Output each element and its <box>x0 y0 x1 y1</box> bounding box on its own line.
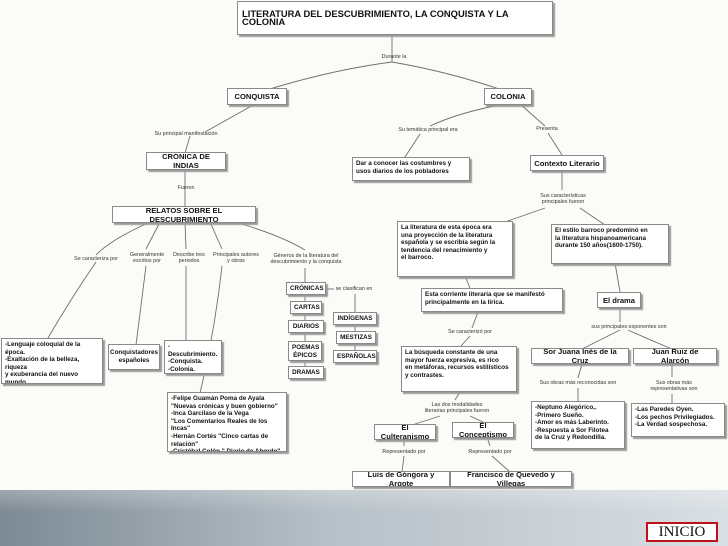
label-principales-autores: Principales autores y obras <box>213 252 259 265</box>
node-poemas-epicos: POEMAS ÉPICOS <box>288 341 322 361</box>
label-clasifican: se clasifican en <box>335 286 373 292</box>
node-proyeccion: La literatura de esta época era una proy… <box>397 221 513 277</box>
node-sor-juana-obras: -Neptuno Alegórico,. -Primero Sueño. -Am… <box>531 401 625 449</box>
node-juan-ruiz: Juan Ruiz de Alarcón <box>633 348 717 364</box>
node-diarios: DIARIOS <box>288 320 324 333</box>
map-title: LITERATURA DEL DESCUBRIMIENTO, LA CONQUI… <box>237 1 553 35</box>
line-rep-gongora <box>401 455 405 473</box>
node-cartas: CARTAS <box>290 301 322 314</box>
node-dramas: DRAMAS <box>288 366 324 379</box>
line-proy-lirica <box>464 275 471 289</box>
label-manifestacion: Su principal manifestación <box>154 131 218 137</box>
connector-lines <box>47 36 673 473</box>
label-generalmente: Generalmente escritos por <box>129 252 165 265</box>
line-to-colonia <box>391 61 506 92</box>
label-caracteriza: Se caracteriza por <box>74 256 118 262</box>
concept-map: LITERATURA DEL DESCUBRIMIENTO, LA CONQUI… <box>1 1 725 487</box>
label-fueron: Fueron <box>177 185 195 191</box>
label-obras-ruiz: Sus obras más representativas son <box>650 380 698 393</box>
line-aut-list <box>199 265 223 394</box>
line-conc-rep <box>487 439 491 447</box>
label-durante: Durante la <box>381 54 407 60</box>
line-colonia-presenta <box>519 103 546 127</box>
node-indigenas: INDÍGENAS <box>333 312 377 325</box>
label-obras-sor-juana: Sus obras más reconocidas son <box>539 380 617 386</box>
node-lirica: Esta corriente literaria que se manifest… <box>421 288 563 312</box>
node-quevedo: Francisco de Quevedo y Villegas <box>450 471 572 487</box>
label-presenta: Presenta <box>536 126 558 132</box>
node-costumbres: Dar a conocer las costumbres y usos diar… <box>352 157 470 181</box>
node-periodos: -Descubrimiento. -Conquista. -Colonia. <box>164 340 222 374</box>
node-barroco: El estilo barroco predominó en la litera… <box>551 224 669 264</box>
node-autores: -Felipe Guamán Poma de Ayala "Nuevas cró… <box>167 392 287 452</box>
node-conquistadores: Conquistadores españoles <box>108 344 160 370</box>
node-cronica-de-indias: CRÓNICA DE INDIAS <box>146 152 226 170</box>
line-exp-ruiz <box>627 329 673 350</box>
node-busqueda: La búsqueda constante de una mayor fuerz… <box>401 346 517 392</box>
node-contexto-literario: Contexto Literario <box>530 155 604 171</box>
node-sor-juana: Sor Juana Inés de la Cruz <box>531 348 629 364</box>
node-relatos: RELATOS SOBRE EL DESCUBRIMIENTO <box>112 206 256 223</box>
line-relatos-aut <box>209 221 223 250</box>
line-relatos-caract <box>95 221 151 256</box>
label-generos: Géneros de la literatura del descubrimie… <box>270 253 342 266</box>
label-caracterizo: Se caracterizó por <box>448 329 492 335</box>
line-relatos-desc <box>184 221 187 250</box>
line-exp-sor <box>581 329 621 350</box>
label-modalidades: Las dos modalidades literarias principal… <box>424 402 490 415</box>
inicio-button[interactable]: INICIO <box>646 522 718 542</box>
line-sor-obras <box>577 363 583 379</box>
line-rep-quevedo <box>491 455 511 473</box>
label-representado-1: Representado por <box>382 449 426 455</box>
node-mestizas: MESTIZAS <box>336 331 376 344</box>
node-espanolas: ESPAÑOLAS <box>333 350 377 363</box>
label-exponentes: sus principales exponentes son <box>591 324 667 330</box>
slide-footer <box>0 490 728 546</box>
line-caract-barroco <box>579 207 606 226</box>
node-gongora: Luis de Góngora y Argote <box>352 471 450 487</box>
label-caracteristicas: Sus características principales fueron <box>540 193 586 206</box>
node-cronicas: CRÓNICAS <box>286 282 326 295</box>
node-ruiz-obras: -Las Paredes Oyen. -Los pechos Privilegi… <box>631 403 725 437</box>
line-presenta-contexto <box>547 132 563 156</box>
line-gen-conq <box>135 265 147 346</box>
line-modal-conc <box>469 415 486 424</box>
line-manifest-cronica <box>184 135 191 154</box>
line-lirica-caracterizo <box>471 311 479 329</box>
footer-shade <box>0 490 728 512</box>
line-busqueda-modal <box>454 391 461 401</box>
node-caracteristicas-list: -Lenguaje coloquial de la época. -Exalta… <box>1 338 103 384</box>
label-representado-2: Representado por <box>468 449 512 455</box>
line-conquista-manifest <box>204 103 256 133</box>
label-describe: Describe tres periodos <box>173 252 205 265</box>
node-culteranismo: El Culteranismo <box>374 424 436 440</box>
label-tematica: Su temática principal era <box>398 127 458 133</box>
line-caracterizo-busqueda <box>459 335 471 348</box>
line-colonia-tematica <box>429 103 506 127</box>
line-relatos-generos <box>234 221 306 251</box>
node-colonia: COLONIA <box>484 88 532 105</box>
line-tematica-costumbres <box>404 133 421 158</box>
node-conceptismo: El Conceptismo <box>452 422 514 438</box>
line-to-conquista <box>259 61 393 93</box>
line-barroco-drama <box>614 262 621 293</box>
line-caract-proy <box>504 207 546 223</box>
line-relatos-gen <box>145 221 161 250</box>
node-el-drama: El drama <box>597 292 641 308</box>
line-modal-cult <box>411 415 441 426</box>
node-conquista: CONQUISTA <box>227 88 287 105</box>
line-caract-list <box>47 261 97 339</box>
